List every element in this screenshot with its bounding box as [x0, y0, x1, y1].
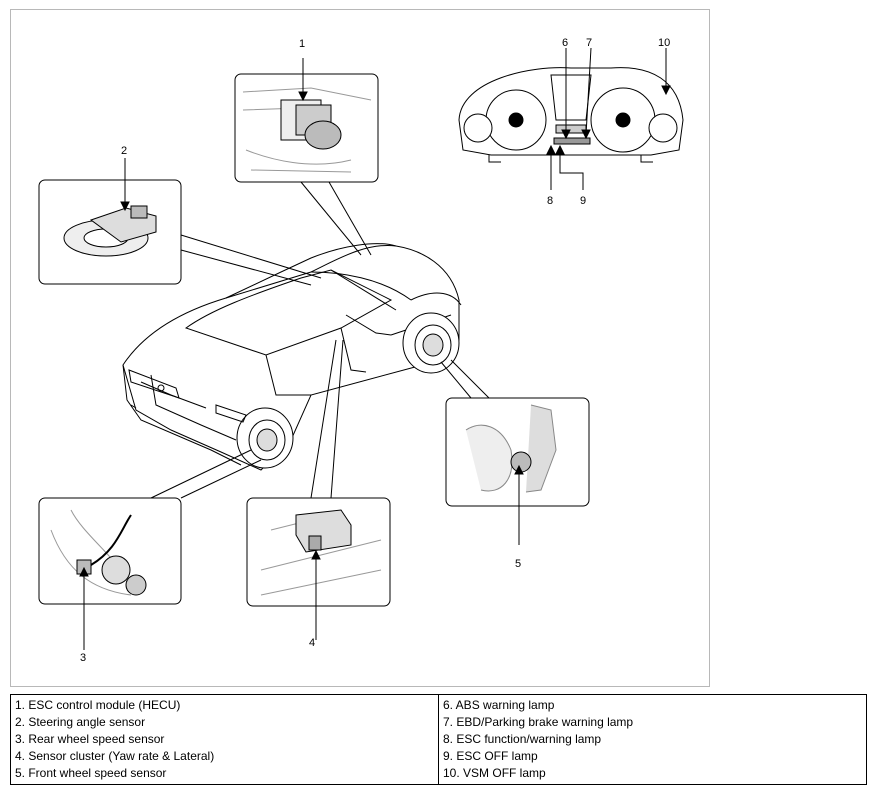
callout-3: 3	[80, 652, 86, 664]
legend-row: 1. ESC control module (HECU) 2. Steering…	[10, 694, 867, 785]
legend-item-9: 9. ESC OFF lamp	[443, 749, 538, 763]
callout-7: 7	[586, 37, 592, 49]
legend-left-column: 1. ESC control module (HECU) 2. Steering…	[10, 694, 439, 785]
instrument-cluster	[458, 47, 684, 190]
callout-9: 9	[580, 195, 586, 207]
diagram-canvas: 1 2 3 4 5 6 7 8 9 10	[38, 37, 684, 664]
inset-sensor-cluster	[246, 497, 391, 640]
car-illustration	[122, 243, 462, 471]
callout-2: 2	[121, 145, 127, 157]
callout-8: 8	[547, 195, 553, 207]
inset-esc-control-module	[234, 58, 379, 183]
legend-item-10: 10. VSM OFF lamp	[443, 766, 546, 780]
callout-numbers: 1 2 3 4 5 6 7 8 9 10	[80, 37, 670, 664]
legend-item-5: 5. Front wheel speed sensor	[15, 766, 167, 780]
legend-item-1: 1. ESC control module (HECU)	[15, 698, 181, 712]
inset-front-wheel-speed-sensor	[445, 397, 590, 545]
callout-10: 10	[658, 37, 670, 49]
legend-item-2: 2. Steering angle sensor	[15, 715, 146, 729]
legend-item-4: 4. Sensor cluster (Yaw rate & Lateral)	[15, 749, 215, 763]
inset-steering-angle-sensor	[38, 158, 182, 285]
legend-item-8: 8. ESC function/warning lamp	[443, 732, 602, 746]
legend-right-column: 6. ABS warning lamp 7. EBD/Parking brake…	[438, 694, 867, 785]
component-location-diagram: 1 2 3 4 5 6 7 8 9 10	[10, 9, 710, 687]
legend-item-6: 6. ABS warning lamp	[443, 698, 555, 712]
legend-item-7: 7. EBD/Parking brake warning lamp	[443, 715, 634, 729]
callout-6: 6	[562, 37, 568, 49]
callout-1: 1	[299, 38, 305, 50]
legend-item-3: 3. Rear wheel speed sensor	[15, 732, 165, 746]
legend-table: 1. ESC control module (HECU) 2. Steering…	[10, 694, 867, 785]
leader-lines	[150, 181, 490, 499]
inset-rear-wheel-speed-sensor	[38, 497, 182, 650]
callout-5: 5	[515, 558, 521, 570]
callout-4: 4	[309, 637, 315, 649]
